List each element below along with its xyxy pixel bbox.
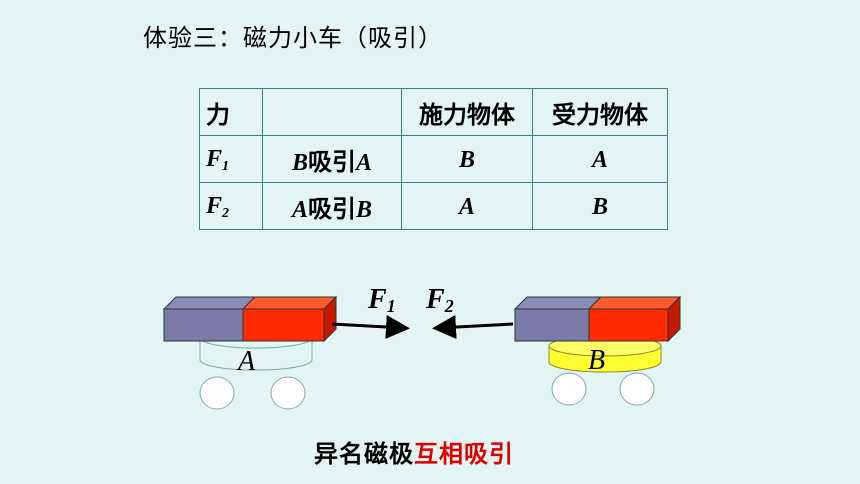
car-b-label: B xyxy=(588,345,605,376)
force-f2-label: F2 xyxy=(425,284,454,316)
car-a-wheel-left xyxy=(199,376,235,410)
force-cell: F1 xyxy=(199,135,263,183)
page-title: 体验三：磁力小车（吸引） xyxy=(143,24,443,52)
table-row: F2 A吸引B A B xyxy=(199,182,668,230)
force-f2-arrow xyxy=(432,315,514,340)
car-a-wheel-right xyxy=(270,376,306,410)
header-force: 力 xyxy=(199,88,263,136)
magnet-b xyxy=(513,295,682,343)
force-cell: F2 xyxy=(199,182,263,230)
table-header-row: 力 施力物体 受力物体 xyxy=(199,88,668,136)
header-applier: 施力物体 xyxy=(401,88,533,136)
car-a-label: A xyxy=(236,346,256,377)
caption-black-text: 异名磁极 xyxy=(314,440,414,468)
conclusion-caption: 异名磁极互相吸引 xyxy=(314,434,514,469)
header-receiver: 受力物体 xyxy=(532,88,668,136)
applier-cell: A xyxy=(401,182,533,230)
description-cell: B吸引A xyxy=(262,135,402,183)
description-cell: A吸引B xyxy=(262,182,402,230)
receiver-cell: B xyxy=(532,182,668,230)
car-a: A xyxy=(162,295,338,410)
table-row: F1 B吸引A B A xyxy=(199,135,668,183)
magnet-a xyxy=(162,295,338,343)
car-b-wheel-right xyxy=(619,372,655,406)
force-f1-label: F1 xyxy=(367,284,396,316)
caption-red-text: 互相吸引 xyxy=(414,440,514,468)
car-b: B xyxy=(513,295,682,406)
force-table: 力 施力物体 受力物体 F1 B吸引A B A F2 A吸引B A B xyxy=(199,88,668,230)
force-f1-arrow xyxy=(331,315,410,339)
applier-cell: B xyxy=(401,135,533,183)
car-b-wheel-left xyxy=(551,372,587,406)
